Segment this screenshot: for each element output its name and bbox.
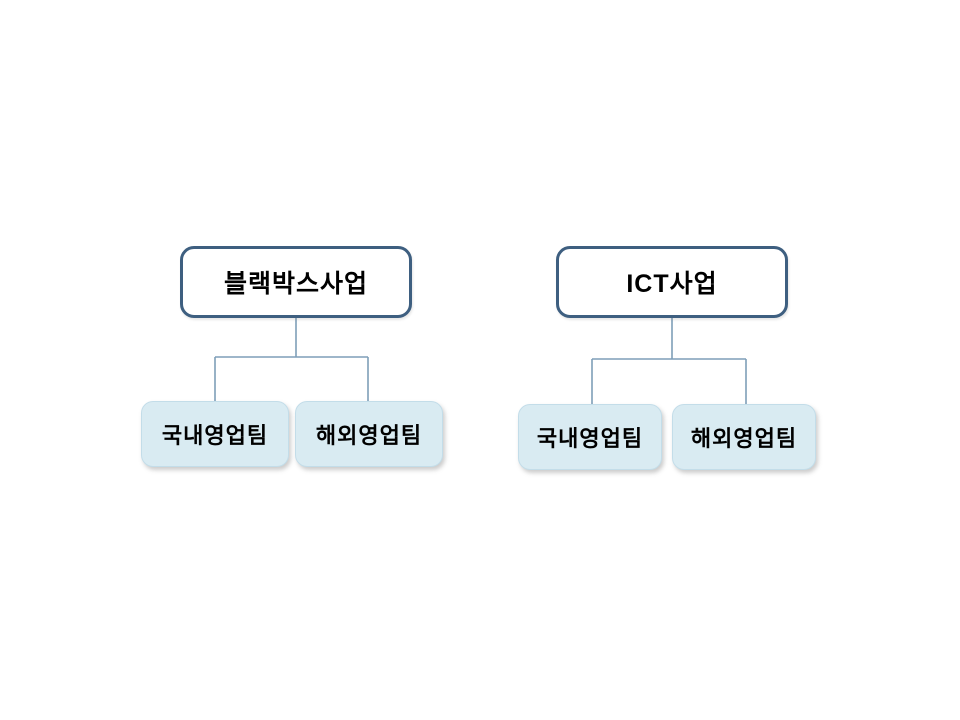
- org-box-blackbox-overseas-sales-team: 해외영업팀: [295, 401, 443, 467]
- org-box-blackbox-domestic-sales-team: 국내영업팀: [141, 401, 289, 467]
- org-box-label: 블랙박스사업: [223, 270, 368, 298]
- org-box-label: ICT사업: [626, 270, 718, 298]
- org-box-label: 해외영업팀: [315, 423, 423, 448]
- org-box-ict-business: ICT사업: [556, 246, 788, 318]
- org-box-blackbox-business: 블랙박스사업: [180, 246, 412, 318]
- org-box-ict-domestic-sales-team: 국내영업팀: [518, 404, 662, 470]
- org-box-label: 국내영업팀: [161, 423, 269, 448]
- org-box-label: 국내영업팀: [536, 426, 644, 451]
- org-box-label: 해외영업팀: [690, 426, 798, 451]
- org-box-ict-overseas-sales-team: 해외영업팀: [672, 404, 816, 470]
